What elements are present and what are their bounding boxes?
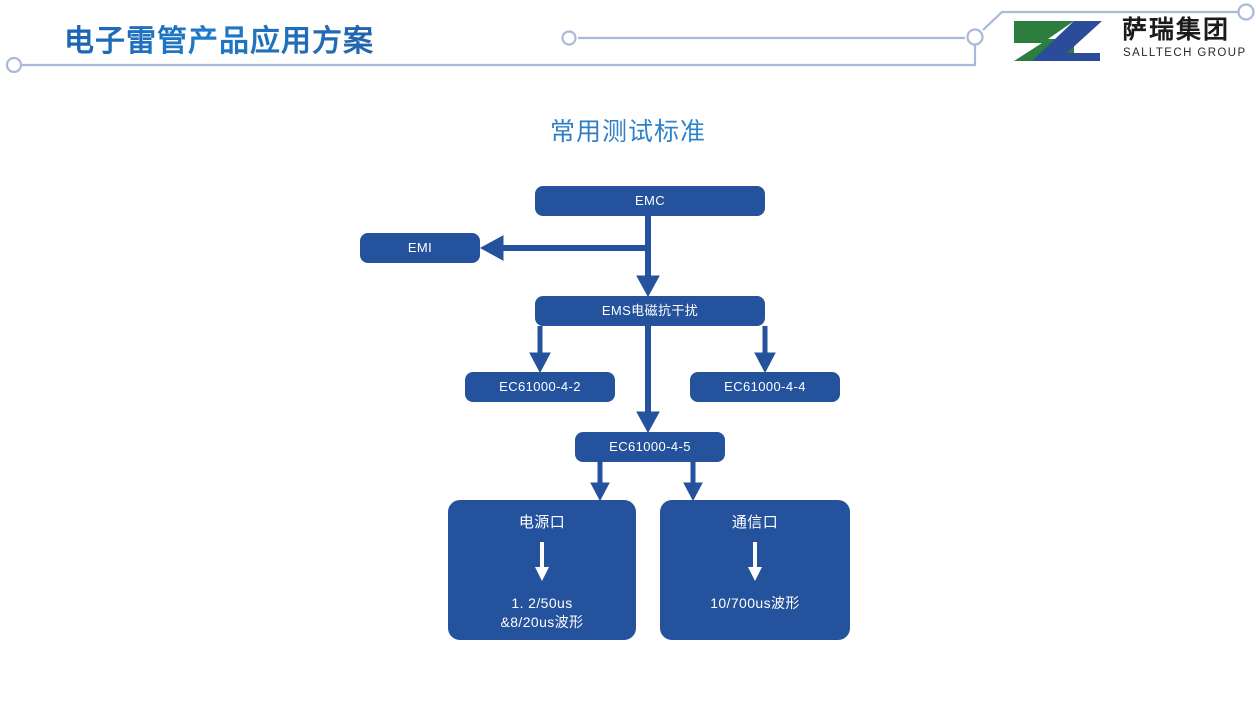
header-node-circle-elbow — [966, 28, 984, 46]
node-ec61000-4-5-label: EC61000-4-5 — [609, 438, 691, 454]
logo-name-en: SALLTECH GROUP — [1123, 47, 1247, 59]
node-emc[interactable]: EMC — [535, 186, 765, 216]
arrowhead-ems-to-ec444 — [754, 352, 776, 374]
node-ec61000-4-4[interactable]: EC61000-4-4 — [690, 372, 840, 402]
down-arrow-icon — [535, 541, 549, 581]
node-ems[interactable]: EMS电磁抗干扰 — [535, 296, 765, 326]
node-power-port-label: 电源口 — [518, 514, 566, 531]
header-node-circle-mid — [561, 30, 577, 46]
arrowhead-ems-to-ec442 — [529, 352, 551, 374]
salltech-logo-mark — [1014, 21, 1102, 61]
node-ec61000-4-4-label: EC61000-4-4 — [724, 378, 806, 394]
company-logo: 萨瑞集团 SALLTECH GROUP — [1012, 15, 1247, 67]
page-title: 电子雷管产品应用方案 — [64, 16, 374, 60]
node-ems-label: EMS电磁抗干扰 — [601, 302, 699, 318]
logo-wordmark: 萨瑞集团 SALLTECH GROUP — [1122, 15, 1247, 67]
node-ec61000-4-5[interactable]: EC61000-4-5 — [575, 432, 725, 462]
node-emi-label: EMI — [407, 239, 433, 255]
header-node-circle-left — [5, 56, 23, 74]
node-power-port[interactable]: 电源口 1. 2/50us &8/20us波形 — [448, 500, 636, 640]
node-ec61000-4-2-label: EC61000-4-2 — [499, 378, 581, 394]
arrowhead-ec445-to-comm — [683, 482, 703, 502]
arrowhead-emc-to-ems — [636, 275, 660, 298]
arrowhead-ems-to-ec445 — [636, 411, 660, 434]
node-emc-label: EMC — [634, 192, 666, 208]
node-comm-port-label: 通信口 — [731, 514, 779, 531]
node-emi[interactable]: EMI — [360, 233, 480, 263]
logo-name-cn: 萨瑞集团 — [1122, 16, 1231, 44]
arrowhead-ec445-to-power — [590, 482, 610, 502]
down-arrow-icon — [748, 541, 762, 581]
node-comm-port-detail: 10/700us波形 — [710, 594, 800, 611]
arrowhead-emc-to-emi — [479, 235, 504, 261]
page-header: 电子雷管产品应用方案 萨瑞集团 SALLTECH GROUP — [0, 0, 1256, 90]
node-power-port-detail: 1. 2/50us &8/20us波形 — [500, 594, 584, 630]
node-comm-port[interactable]: 通信口 10/700us波形 — [660, 500, 850, 640]
node-ec61000-4-2[interactable]: EC61000-4-2 — [465, 372, 615, 402]
slide-title: 常用测试标准 — [0, 112, 1256, 148]
